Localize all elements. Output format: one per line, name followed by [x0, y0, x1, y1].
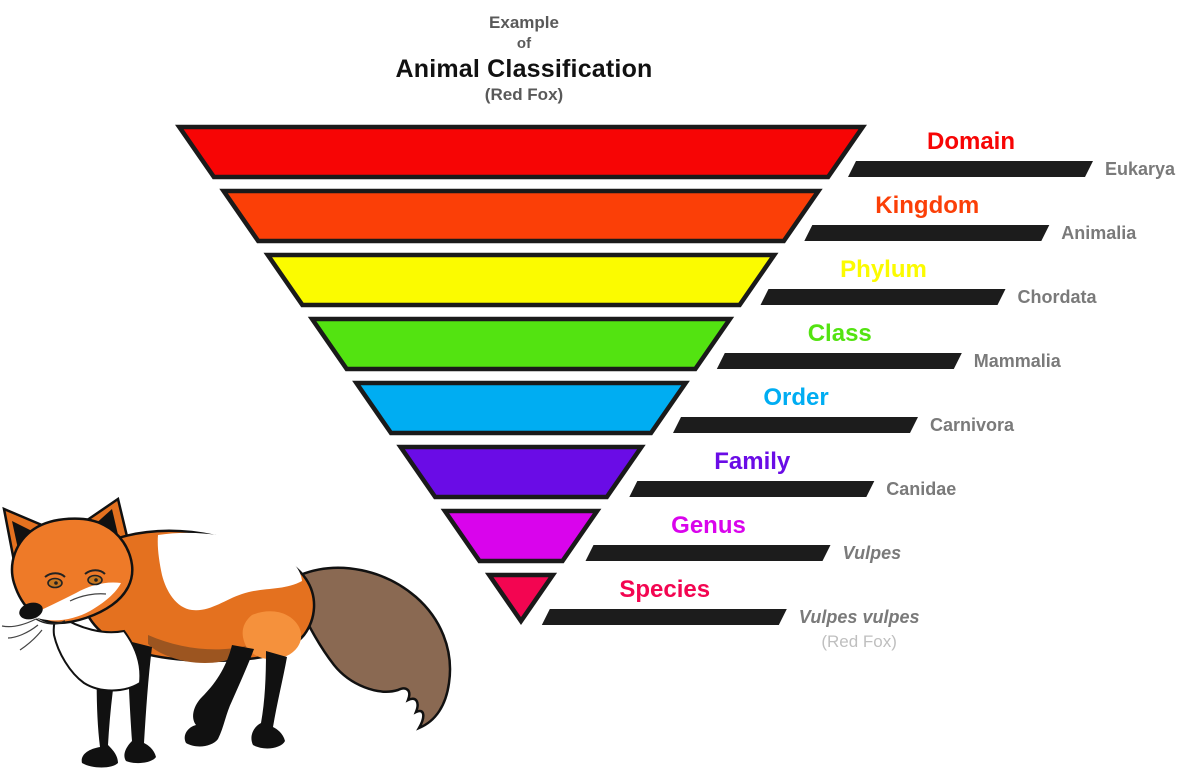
taxonomy-pyramid: [175, 124, 1093, 625]
pyramid-level-genus: [440, 508, 602, 564]
taxon-value-phylum: Chordata: [1018, 285, 1097, 309]
rank-label-kingdom: Kingdom: [875, 192, 980, 219]
pyramid-level-domain: [175, 124, 867, 180]
rank-label-species: Species: [619, 576, 711, 603]
pyramid-level-species: [484, 572, 558, 625]
rank-label-domain: Domain: [926, 128, 1015, 155]
title-of-line: of: [516, 35, 532, 52]
fox-belly-patch: [148, 635, 246, 663]
pointer-bar-phylum: [760, 289, 1006, 305]
pyramid-level-kingdom: [219, 188, 823, 244]
taxon-value-species: Vulpes vulpes (Red Fox): [799, 605, 920, 652]
taxon-value-genus: Vulpes: [843, 541, 902, 565]
pyramid-level-phylum: [263, 252, 779, 308]
rank-label-order: Order: [763, 384, 829, 411]
rank-label-genus: Genus: [671, 512, 746, 539]
pointer-bar-genus: [585, 545, 831, 561]
diagram-title: Example of Animal Classification (Red Fo…: [324, 12, 724, 106]
fox-haunch-patch: [242, 611, 302, 660]
taxon-name-text: Canidae: [886, 479, 957, 499]
title-redfox-line: (Red Fox): [484, 85, 564, 104]
pointer-bar-domain: [848, 161, 1093, 177]
pyramid-level-class: [307, 316, 735, 372]
pointer-bar-order: [673, 417, 918, 433]
fox-white-cheek: [30, 582, 121, 621]
taxon-name-text: Eukarya: [1105, 159, 1176, 179]
rank-label-phylum: Phylum: [840, 256, 927, 283]
taxon-value-order: Carnivora: [930, 413, 1014, 437]
taxon-value-kingdom: Animalia: [1061, 221, 1136, 245]
taxon-value-domain: Eukarya: [1105, 157, 1175, 181]
taxon-name-text: Mammalia: [973, 351, 1061, 371]
taxon-name-text: Animalia: [1061, 223, 1137, 243]
pointer-bar-family: [629, 481, 875, 497]
taxon-name-text: Vulpes vulpes: [798, 607, 920, 627]
fox-white-chest: [52, 613, 142, 692]
taxon-name-text: Carnivora: [930, 415, 1015, 435]
pointer-bar-species: [541, 609, 787, 625]
fox-white-back-patch: [157, 532, 302, 611]
fox-face-details: [1, 569, 107, 651]
pyramid-level-order: [352, 380, 690, 436]
rank-label-class: Class: [807, 320, 872, 347]
taxon-common-name-note: (Red Fox): [821, 632, 897, 651]
taxon-name-text: Chordata: [1017, 287, 1097, 307]
pyramid-level-family: [396, 444, 646, 500]
red-fox-illustration: [1, 497, 452, 768]
title-main-line: Animal Classification: [395, 55, 653, 83]
pointer-bar-class: [716, 353, 962, 369]
taxon-name-text: Vulpes: [842, 543, 902, 563]
rank-label-family: Family: [714, 448, 791, 475]
title-example-line: Example: [489, 13, 559, 32]
pointer-bar-kingdom: [804, 225, 1050, 241]
taxon-value-family: Canidae: [886, 477, 956, 501]
taxon-value-class: Mammalia: [974, 349, 1061, 373]
fox-tail: [294, 566, 452, 731]
